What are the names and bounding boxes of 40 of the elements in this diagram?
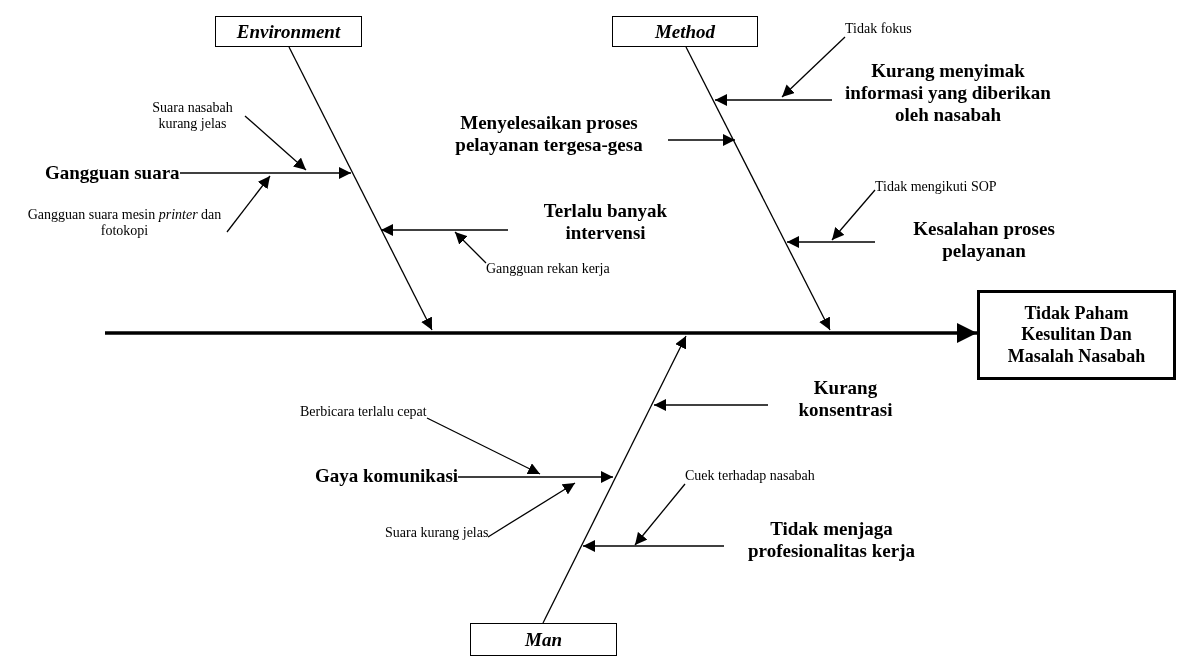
cause-label: Gaya komunikasi [315, 465, 459, 487]
arrow [288, 46, 433, 331]
sub-cause-label: Suara nasabah kurang jelas [140, 100, 245, 133]
arrow [457, 471, 614, 483]
arrow [781, 36, 846, 98]
arrow [380, 224, 509, 236]
sub-cause-label: Tidak fokus [845, 21, 912, 38]
cause-label: Menyelesaikan proses pelayanan tergesa-gesa [430, 112, 668, 156]
spine-arrow [105, 323, 977, 343]
sub-cause-label: Suara kurang jelas [385, 525, 489, 542]
arrow [786, 236, 876, 248]
category-box: Method [612, 16, 758, 47]
arrow [714, 94, 833, 106]
arrow [685, 46, 831, 331]
sub-cause-label: Tidak mengikuti SOP [875, 179, 997, 196]
arrow [634, 483, 686, 546]
category-box: Man [470, 623, 617, 656]
cause-label: Kesalahan proses pelayanan [875, 218, 1093, 262]
cause-label: Tidak menjaga profesionalitas kerja [724, 518, 939, 562]
effect-box: Tidak Paham Kesulitan Dan Masalah Nasabah [977, 290, 1176, 380]
arrow [653, 399, 769, 411]
cause-label: Kurang konsentrasi [768, 377, 923, 421]
sub-cause-label: Gangguan suara mesin printer dan fotokopi [22, 207, 227, 240]
arrow [244, 115, 307, 171]
arrow [831, 189, 876, 241]
cause-label: Gangguan suara [45, 162, 180, 184]
arrow [667, 134, 736, 146]
arrow [454, 231, 487, 264]
arrow [487, 482, 576, 538]
category-box: Environment [215, 16, 362, 47]
arrow [582, 540, 725, 552]
sub-cause-label: Gangguan rekan kerja [486, 261, 610, 278]
sub-cause-label: Berbicara terlalu cepat [300, 404, 427, 421]
cause-label: Kurang menyimak informasi yang diberikan oleh nasabah [832, 60, 1064, 126]
arrow [542, 335, 687, 624]
arrow [226, 175, 271, 233]
arrow [179, 167, 352, 179]
arrow [426, 417, 541, 475]
cause-label: Terlalu banyak intervensi [508, 200, 703, 244]
sub-cause-label: Cuek terhadap nasabah [685, 468, 815, 485]
